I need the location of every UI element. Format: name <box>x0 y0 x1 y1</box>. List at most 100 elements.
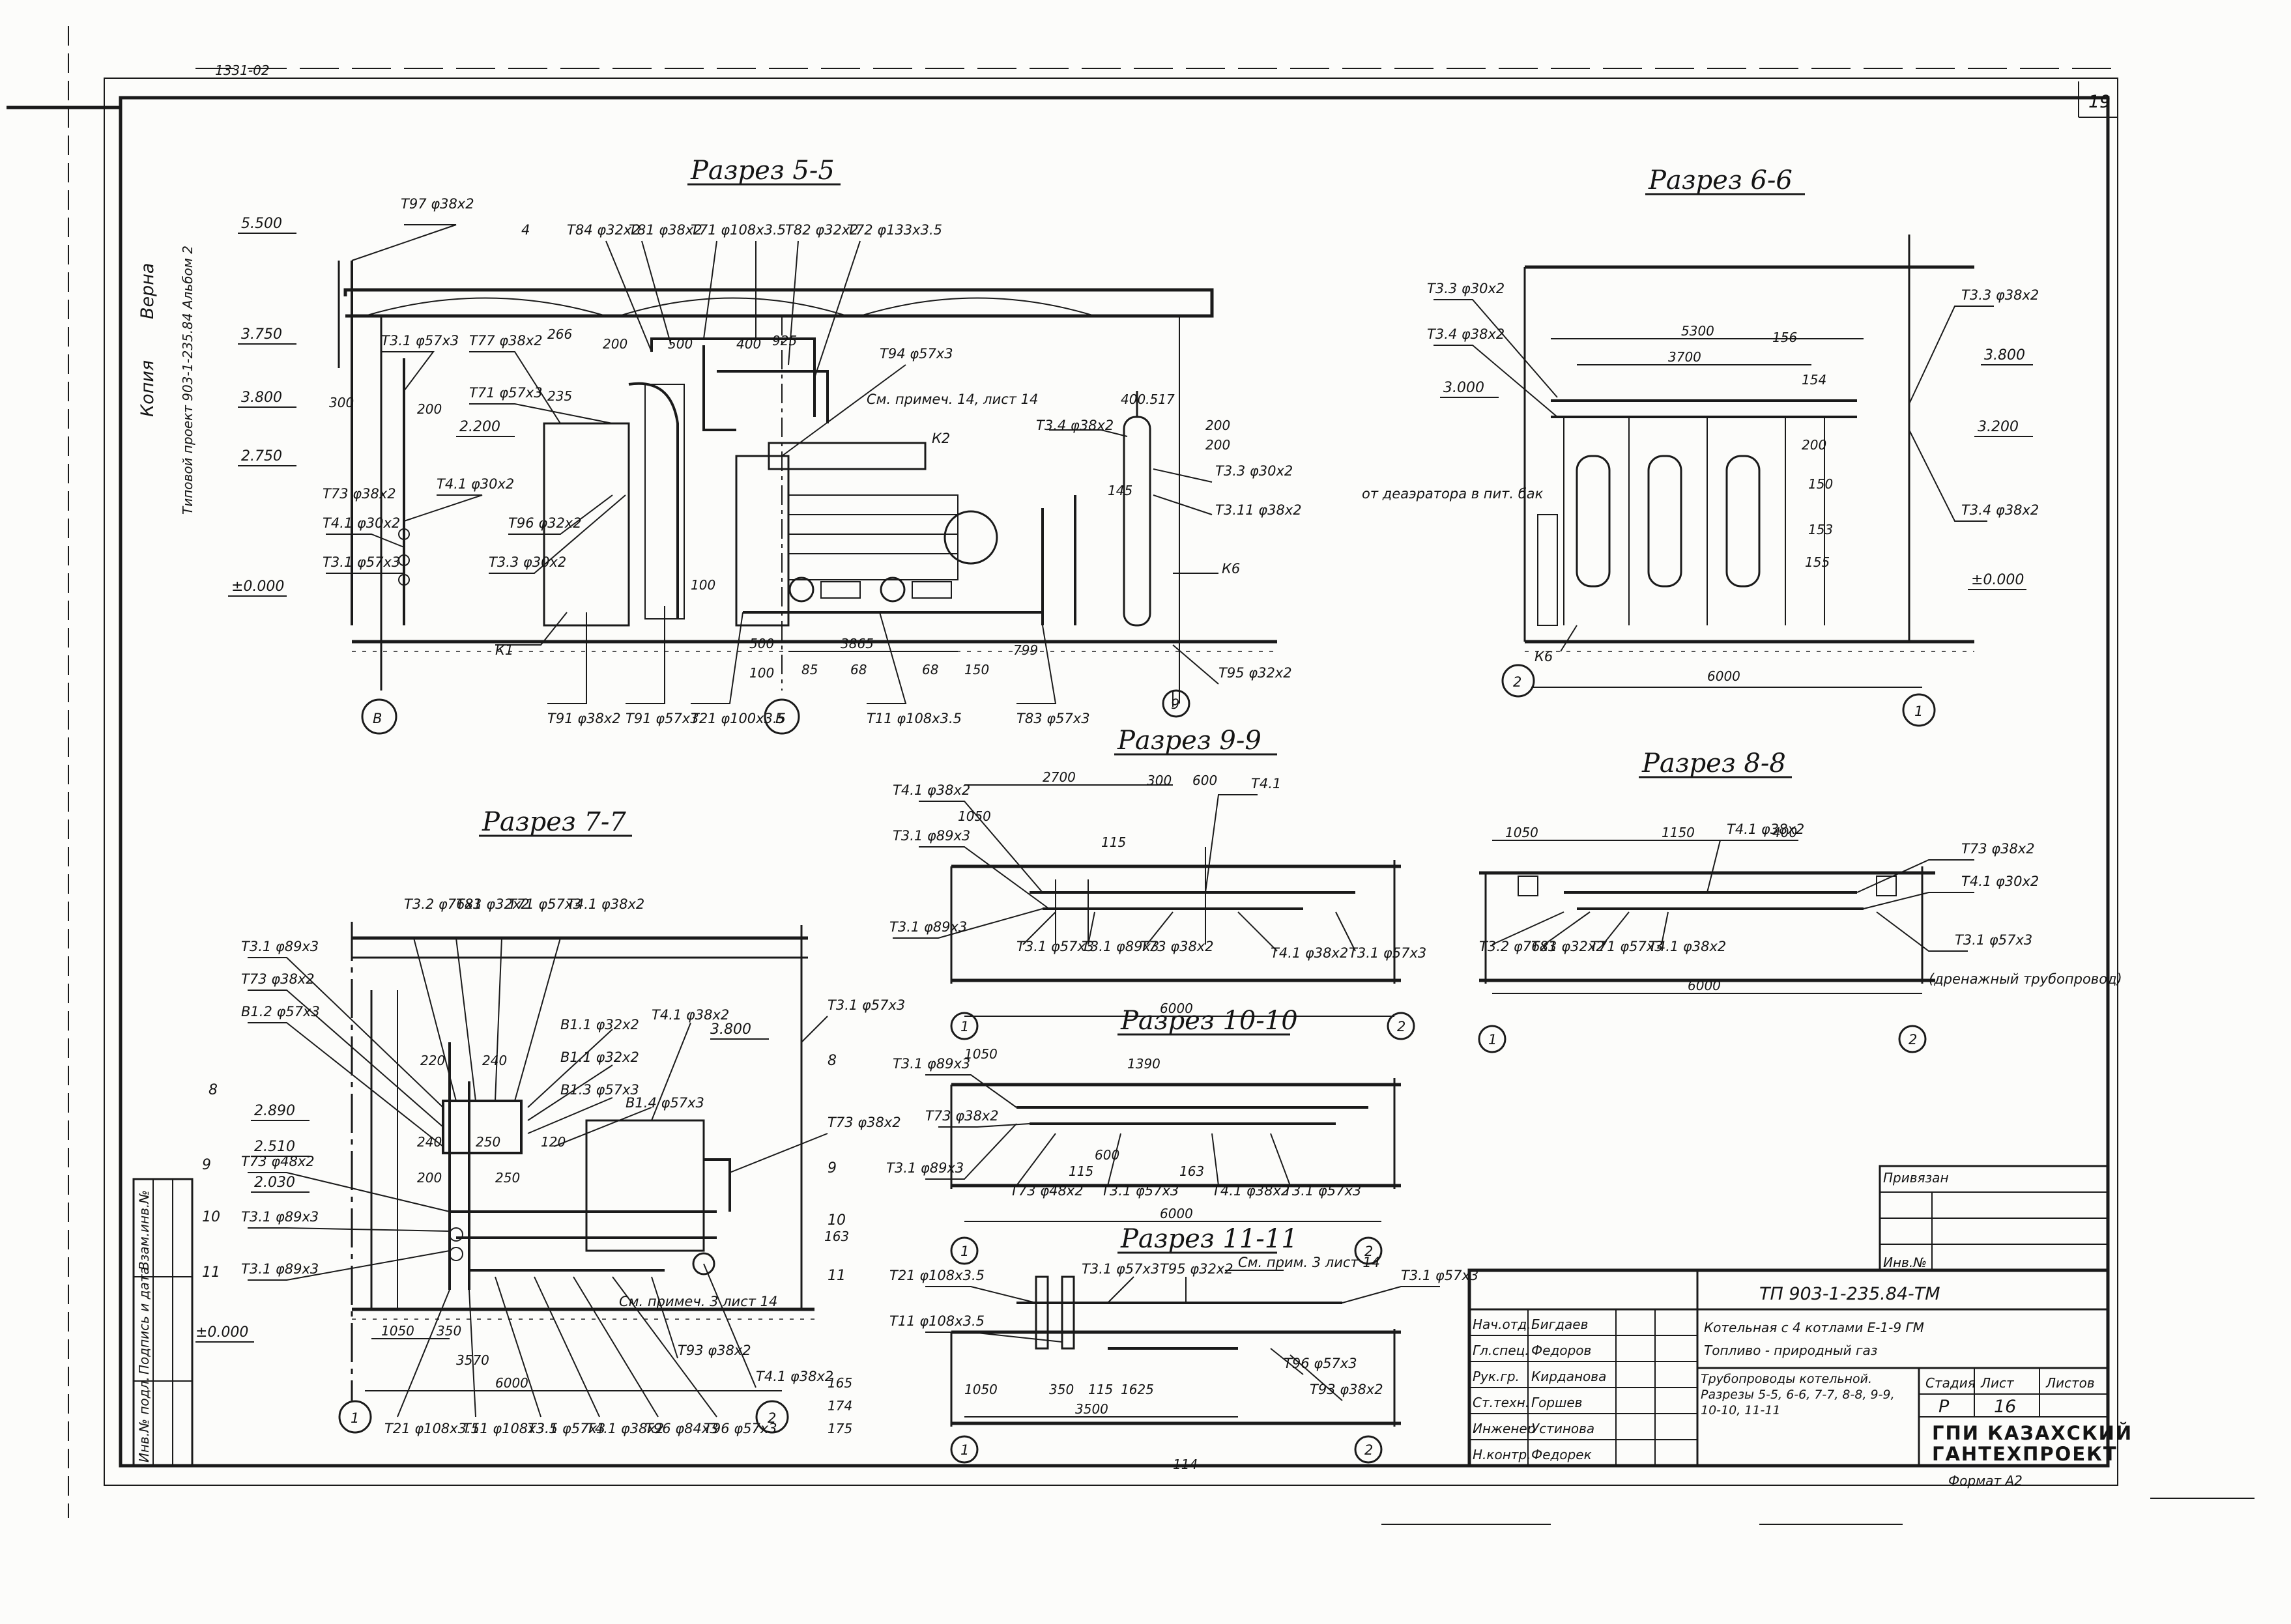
dimension: 350 <box>1049 1382 1074 1397</box>
axis-label: 1 <box>960 1244 969 1259</box>
level-mark: 9 <box>828 1160 837 1176</box>
dimension: 200 <box>1205 437 1230 453</box>
axis-label: 1 <box>960 1442 969 1458</box>
pipe-label: Т4.1 φ38х2 <box>1271 945 1348 961</box>
dimension: 6000 <box>1688 978 1721 993</box>
position-mark: 174 <box>828 1398 852 1414</box>
section-9-9: Разрез 9-9 6000 2700 1050 300 600 115 Т4… <box>889 726 1426 1040</box>
dimension: 115 <box>1069 1163 1093 1179</box>
dimension: 200 <box>417 1170 442 1186</box>
pipe-label: Т3.1 φ57х3 <box>381 333 459 349</box>
pipe-label: Т73 φ38х2 <box>828 1115 901 1130</box>
pipe-label: В1.4 φ57х3 <box>626 1095 704 1111</box>
pipe-label: Т3.4 φ38х2 <box>1036 418 1114 433</box>
pipe-label: Т21 φ108х3.5 <box>889 1268 985 1283</box>
pipe-label: Т95 φ32х2 <box>1218 665 1292 681</box>
dimension: 150 <box>964 662 989 677</box>
axis-marker <box>755 1400 789 1434</box>
dimension: 155 <box>1805 554 1830 570</box>
pipe-label: Т4.1 φ38х2 <box>1649 939 1726 954</box>
position-mark: 163 <box>824 1229 849 1244</box>
column-k6 <box>1123 416 1151 627</box>
tank-k2 <box>768 442 927 470</box>
axis-marker <box>950 1012 979 1040</box>
axis-label: 1 <box>1488 1032 1497 1047</box>
pipe-label: Т4.1 φ38х2 <box>1727 821 1804 837</box>
section-6-6-title: Разрез 6-6 <box>1648 165 1793 195</box>
pipe-label: Т82 φ32х2 <box>785 222 859 238</box>
level-mark: 11 <box>202 1264 220 1281</box>
dimension: 3570 <box>456 1352 489 1368</box>
section-5-5-title: Разрез 5-5 <box>690 156 835 186</box>
note-label: (дренажный трубопровод) <box>1929 971 2122 987</box>
pipe-label: В1.1 φ32х2 <box>560 1017 639 1033</box>
dimension: 100 <box>691 577 715 593</box>
axis-label: 1 <box>960 1019 969 1034</box>
section-10-10: Разрез 10-10 6000 1050 1390 600 115 163 … <box>886 1006 1401 1265</box>
pipe-label: Т94 φ57х3 <box>880 346 953 362</box>
pipe-label: Т73 φ38х2 <box>1961 841 2035 857</box>
equipment-label: К1 <box>495 642 513 658</box>
pipe-label: Т73 φ38х2 <box>241 971 315 987</box>
note-label: См. прим. 3 лист 14 <box>1238 1255 1380 1270</box>
dimension: 1625 <box>1121 1382 1154 1397</box>
pipe-label: Т3.1 φ89х3 <box>1082 939 1159 954</box>
sheet-header: Лист <box>1980 1375 2015 1391</box>
stamp-name: Бигдаев <box>1531 1317 1588 1332</box>
dimension: 6000 <box>1160 1001 1193 1016</box>
stage-header: Стадия <box>1925 1375 1976 1391</box>
pipe-label: Т3.1 φ89х3 <box>893 1056 970 1072</box>
dimension: 200 <box>603 336 627 352</box>
section-7-7-labels: Т3.2 φ76х3 Т81 φ32х2 Т71 φ57х3 Т4.1 φ38х… <box>241 896 905 1436</box>
section-7-7: Разрез 7-7 3.800 2.890 2.510 2.030 ±0.00… <box>195 807 905 1436</box>
pipe-label: Т3.1 φ57х3 <box>1284 1183 1361 1199</box>
dimension: 1050 <box>1505 825 1538 840</box>
dimension: 235 <box>547 388 572 404</box>
pipe-label: Т73 φ48х2 <box>241 1154 315 1169</box>
equipment-label: К6 <box>1535 649 1553 664</box>
pipe-label: Т4.1 φ38х2 <box>586 1421 664 1436</box>
pipe-label: Т73 φ38х2 <box>925 1108 999 1124</box>
dimension: 154 <box>1802 372 1826 388</box>
dimension: 100 <box>749 665 774 681</box>
attached-label: Привязан <box>1883 1170 1949 1186</box>
pipe-label: Т84 φ32х2 <box>567 222 641 238</box>
axis-label: 9 <box>1171 696 1179 712</box>
pump <box>880 577 906 603</box>
pipe-label: Т91 φ38х2 <box>547 711 621 726</box>
stamp-title-line2: Топливо - природный газ <box>1704 1343 1877 1358</box>
dimension: 220 <box>420 1053 445 1068</box>
pipe-label: Т11 φ108х3.5 <box>889 1313 985 1329</box>
section-5-5-labels: Т97 φ38х2 4 Т84 φ32х2 Т81 φ38х2 Т71 φ108… <box>323 196 1302 726</box>
dimension: 300 <box>329 395 354 410</box>
pipe-label: Т4.1 φ30х2 <box>1961 874 2039 889</box>
dimension: 68 <box>922 662 938 677</box>
pipe-label: Т71 φ57х3 <box>508 896 582 912</box>
section-5-5-dimensions: 300 200 266 200 235 500 400 925 3865 500… <box>329 326 1230 681</box>
pipe-label: Т3.11 φ38х2 <box>1215 502 1302 518</box>
replaced-inv-label: Взам.инв.№ <box>136 1190 152 1270</box>
dimension: 400.517 <box>1121 392 1175 407</box>
filter-tank <box>1725 455 1761 588</box>
equipment-label: К2 <box>932 431 950 446</box>
pipe-label: Т81 φ38х2 <box>629 222 702 238</box>
level-mark: 8 <box>209 1082 218 1098</box>
left-approval-columns: Инв.№ подл. Подпись и дата Взам.инв.№ <box>132 1178 194 1467</box>
side-stamp: Копия Верна Типовой проект 903-1-235.84 … <box>137 246 195 515</box>
pipe-label: Т97 φ38х2 <box>401 196 474 212</box>
axis-marker <box>1354 1435 1383 1464</box>
level-mark: 8 <box>828 1053 837 1069</box>
inv-original-label: Инв.№ подл. <box>136 1376 152 1462</box>
level-mark: 11 <box>828 1268 846 1284</box>
pipe-label: Т93 φ38х2 <box>1310 1382 1383 1397</box>
dimension: 85 <box>801 662 818 677</box>
dimension: 300 <box>1147 773 1172 788</box>
pipe-label: 4 <box>521 222 530 238</box>
verified-label: Верна <box>137 263 158 319</box>
dimension: 6000 <box>1160 1206 1193 1221</box>
dimension: 3500 <box>1075 1401 1108 1417</box>
pipe-label: Т83 φ57х3 <box>1016 711 1090 726</box>
pipe-label: Т72 φ133х3.5 <box>847 222 942 238</box>
sheet-value: 16 <box>1994 1397 2016 1417</box>
dimension: 1050 <box>964 1046 998 1062</box>
